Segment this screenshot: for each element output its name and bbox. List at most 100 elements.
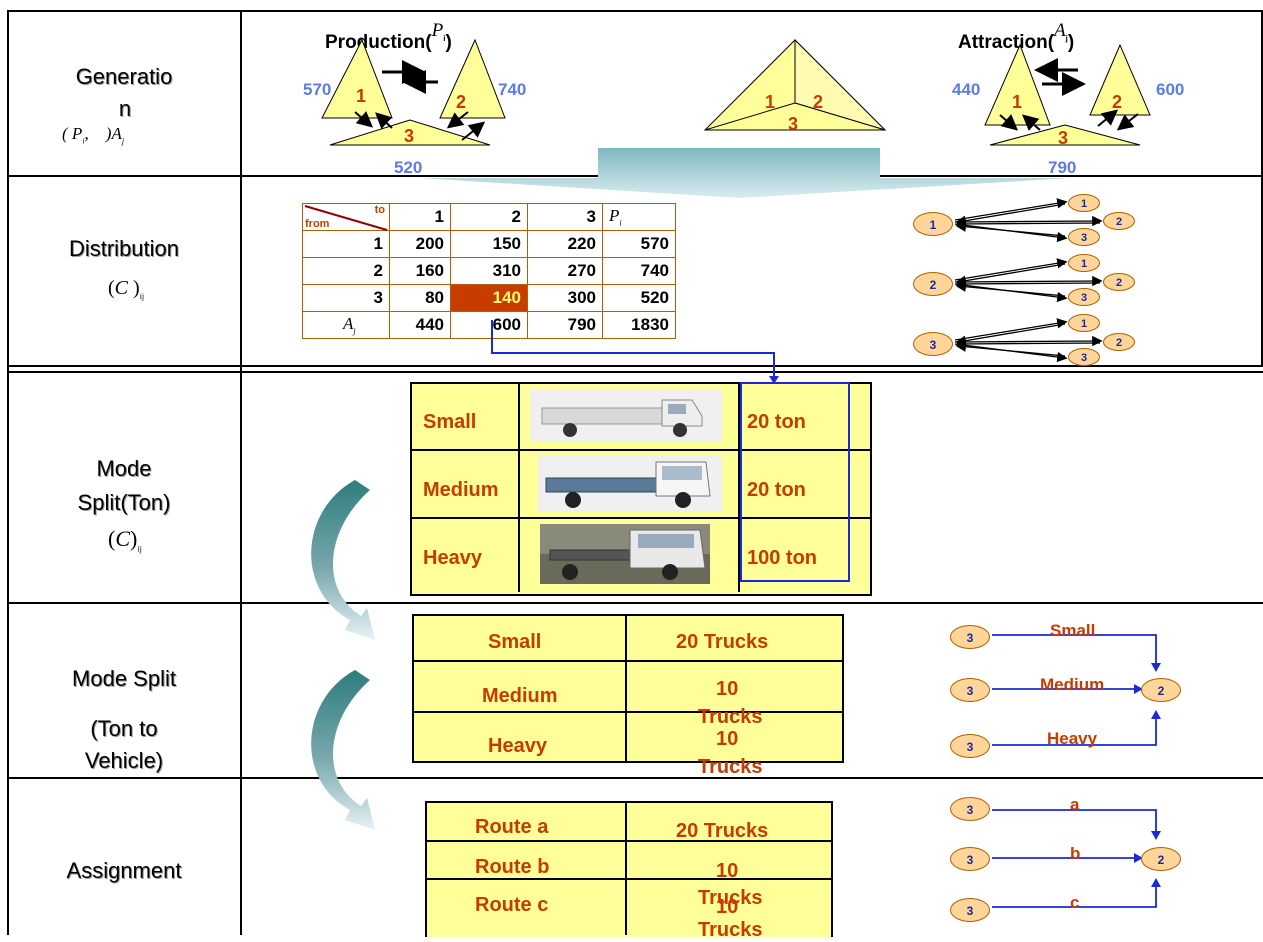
dest-node: 1: [1068, 254, 1100, 272]
highlighted-cell: 140: [450, 284, 528, 312]
table-row: to from 1 2 3 Pi: [302, 203, 676, 231]
header-cell: 3: [527, 203, 603, 231]
divider: [518, 384, 520, 592]
row-label-mode-split-vehicle-3: Vehicle): [84, 748, 164, 773]
origin-node: 3: [950, 898, 990, 922]
mode-split-network: [992, 634, 1161, 746]
divider: [738, 384, 740, 592]
row-label: 2: [302, 257, 390, 285]
trucks-label: Trucks: [698, 756, 763, 778]
origin-node: 1: [913, 212, 953, 236]
table-row: 2 160 310 270 740: [302, 257, 676, 285]
header-cell: 1: [389, 203, 451, 231]
capacity-label: 20 ton: [747, 411, 806, 433]
attraction-title: Attraction(Aj): [958, 20, 1075, 53]
trucks-label: Trucks: [698, 919, 763, 941]
row-label-mode-split-vehicle: Mode Split: [72, 666, 176, 691]
assignment-network: [992, 809, 1161, 908]
divider: [625, 616, 627, 761]
capacity-label: 100 ton: [747, 547, 818, 569]
grid-line: [7, 10, 9, 935]
header-cell: 2: [450, 203, 528, 231]
dest-node: 1: [1068, 314, 1100, 332]
header-cell: Pi: [602, 203, 676, 231]
grid-line: [7, 371, 1263, 373]
assignment-box: [425, 801, 833, 937]
row-label-mode-split-ton-2: Split(Ton): [77, 490, 171, 515]
row-label-generation-cont: n: [118, 96, 132, 121]
route-label: Route b: [475, 856, 550, 878]
mode-label: Medium: [423, 479, 499, 501]
dest-node: 3: [1068, 288, 1100, 306]
link-label: b: [1070, 844, 1081, 863]
zone-label: 3: [404, 126, 415, 146]
mode-label: Small: [423, 411, 477, 433]
trucks-label: Trucks: [698, 887, 763, 909]
capacity-highlight-box: [740, 382, 850, 582]
trucks-label: 10: [716, 896, 739, 918]
divider: [427, 878, 831, 880]
table-cell: 160: [389, 257, 451, 285]
attr-triangle-zone3: [989, 124, 1141, 146]
attraction-zone1-value: 440: [952, 80, 981, 99]
production-zone1-value: 570: [303, 80, 332, 99]
attraction-zone3-value: 790: [1048, 158, 1077, 177]
distribution-network: [954, 198, 1103, 363]
row-label-generation: Generatio: [75, 64, 173, 89]
trucks-label: Trucks: [698, 706, 763, 728]
production-title: Production(Pi): [325, 20, 452, 53]
zone-label: 2: [456, 92, 467, 112]
table-cell: 520: [602, 284, 676, 312]
row-label-mode-split-vehicle-2: (Ton to: [90, 716, 158, 741]
capacity-label: 20 ton: [747, 479, 806, 501]
curved-arrows: [311, 480, 375, 830]
origin-node: 3: [950, 678, 990, 702]
trucks-label: 10: [716, 860, 739, 882]
origin-node: 3: [950, 625, 990, 649]
production-zone3-value: 520: [394, 158, 423, 177]
dest-node: 2: [1103, 212, 1135, 230]
zone-label: 2: [1112, 92, 1123, 112]
curved-arrow-1: [311, 480, 375, 640]
link-label: c: [1070, 893, 1080, 912]
mode-label: Medium: [482, 685, 558, 707]
attr-triangle-zone1: [984, 43, 1051, 126]
link-label: Small: [1050, 621, 1096, 640]
row-label-mode-split-ton: Mode: [96, 456, 152, 481]
dest-node: 2: [1141, 847, 1181, 871]
triangle-zone2: [439, 38, 506, 119]
grid-line: [7, 602, 1263, 604]
row-label: 3: [302, 284, 390, 312]
grid-line: [7, 10, 1263, 12]
row-label-assignment: Assignment: [66, 858, 182, 883]
table-cell: 790: [527, 311, 603, 339]
grid-line: [7, 777, 1263, 779]
zone-label: 3: [1058, 128, 1069, 148]
divider: [412, 449, 870, 451]
grid-line: [7, 365, 1263, 367]
grid-line: [240, 10, 242, 935]
table-row: Aj 440 600 790 1830: [302, 311, 676, 339]
table-cell: 270: [527, 257, 603, 285]
route-label: Route c: [475, 894, 549, 916]
mode-label: Heavy: [488, 735, 547, 757]
dest-node: 2: [1141, 678, 1181, 702]
zone-label: 3: [788, 114, 799, 134]
dest-node: 2: [1103, 273, 1135, 291]
divider: [414, 660, 842, 662]
table-cell: 80: [389, 284, 451, 312]
table-cell: 220: [527, 230, 603, 258]
table-cell: 570: [602, 230, 676, 258]
origin-node: 3: [950, 847, 990, 871]
dest-node: 2: [1103, 333, 1135, 351]
medium-truck-image: [538, 456, 722, 512]
origin-node: 3: [950, 797, 990, 821]
divider: [412, 517, 870, 519]
zone-label: 1: [356, 86, 367, 106]
table-cell: 300: [527, 284, 603, 312]
link-label: a: [1070, 795, 1080, 814]
row-label-distribution: Distribution: [68, 236, 180, 261]
mode-label: Small: [488, 631, 542, 653]
mode-label: Heavy: [423, 547, 482, 569]
totals-label: Aj: [302, 311, 390, 339]
